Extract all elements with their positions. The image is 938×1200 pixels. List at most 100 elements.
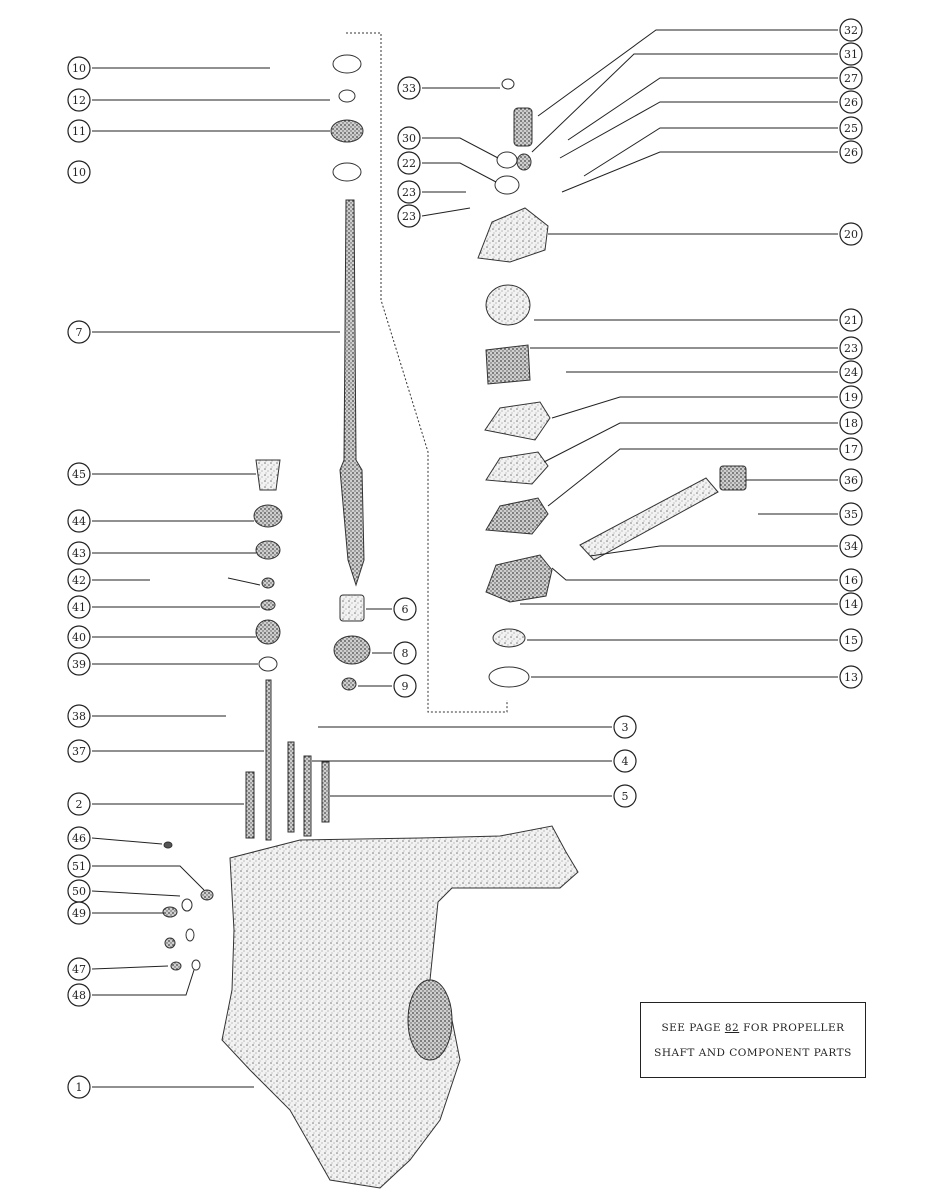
callout-31: 31 xyxy=(839,42,863,66)
callout-circle xyxy=(67,901,91,925)
part-12-washer xyxy=(338,89,356,103)
callout-number: 15 xyxy=(844,634,858,647)
callout-circle xyxy=(839,534,863,558)
callout-circle xyxy=(67,320,91,344)
callout-47: 47 xyxy=(67,957,91,981)
callout-circle xyxy=(839,628,863,652)
part-32-tube xyxy=(513,107,533,147)
callout-number: 11 xyxy=(72,125,86,138)
note-text-before: SEE PAGE xyxy=(661,1022,725,1034)
callout-8: 8 xyxy=(393,641,417,665)
callout-circle xyxy=(839,222,863,246)
callout-number: 9 xyxy=(402,680,409,693)
callout-circle xyxy=(613,749,637,773)
part-21-insert xyxy=(485,284,531,326)
note-page-ref: 82 xyxy=(724,1022,740,1034)
callout-circle xyxy=(839,140,863,164)
callout-circle xyxy=(839,411,863,435)
callout-circle xyxy=(397,180,421,204)
callout-number: 41 xyxy=(72,601,86,614)
callout-49: 49 xyxy=(67,901,91,925)
callout-number: 10 xyxy=(72,166,86,179)
callout-34: 34 xyxy=(839,534,863,558)
callout-51: 51 xyxy=(67,854,91,878)
callout-circle xyxy=(67,826,91,850)
part-35-hose xyxy=(579,477,719,561)
callout-44: 44 xyxy=(67,509,91,533)
callout-number: 23 xyxy=(402,210,416,223)
part-44-gear xyxy=(253,504,283,528)
callout-circle xyxy=(67,88,91,112)
callout-circle xyxy=(67,652,91,676)
callout-10: 10 xyxy=(67,56,91,80)
callout-number: 35 xyxy=(844,508,858,521)
callout-5: 5 xyxy=(613,784,637,808)
callout-13: 13 xyxy=(839,665,863,689)
callout-circle xyxy=(67,1075,91,1099)
part-45-bearing xyxy=(255,459,281,491)
callout-11: 11 xyxy=(67,119,91,143)
callout-19: 19 xyxy=(839,385,863,409)
callout-25: 25 xyxy=(839,116,863,140)
part-43-gear xyxy=(255,540,281,560)
callout-circle xyxy=(67,509,91,533)
callout-23: 23 xyxy=(397,204,421,228)
callout-number: 10 xyxy=(72,62,86,75)
part-22-seal xyxy=(494,175,520,195)
callout-27: 27 xyxy=(839,66,863,90)
callout-circle xyxy=(839,360,863,384)
callout-circle xyxy=(397,76,421,100)
callout-number: 3 xyxy=(622,721,629,734)
callout-6: 6 xyxy=(393,597,417,621)
note-text-after: FOR PROPELLER xyxy=(739,1022,845,1034)
callout-circle xyxy=(67,541,91,565)
callout-circle xyxy=(839,385,863,409)
callout-circle xyxy=(67,56,91,80)
callout-42: 42 xyxy=(67,568,91,592)
callout-7: 7 xyxy=(67,320,91,344)
callout-circle xyxy=(67,704,91,728)
callout-circle xyxy=(839,468,863,492)
callout-26: 26 xyxy=(839,90,863,114)
callout-number: 50 xyxy=(72,885,86,898)
callout-33: 33 xyxy=(397,76,421,100)
callout-number: 2 xyxy=(76,798,83,811)
callout-circle xyxy=(67,957,91,981)
callout-number: 45 xyxy=(72,468,86,481)
callout-number: 48 xyxy=(72,989,86,1002)
callout-number: 24 xyxy=(844,366,858,379)
callout-2: 2 xyxy=(67,792,91,816)
callout-circle xyxy=(67,568,91,592)
callout-23: 23 xyxy=(397,180,421,204)
callout-48: 48 xyxy=(67,983,91,1007)
callout-15: 15 xyxy=(839,628,863,652)
callout-number: 46 xyxy=(72,832,86,845)
callout-circle xyxy=(67,983,91,1007)
callout-number: 26 xyxy=(844,96,858,109)
callout-circle xyxy=(839,42,863,66)
callout-number: 14 xyxy=(844,598,858,611)
part-19-plate xyxy=(484,401,551,441)
callout-26: 26 xyxy=(839,140,863,164)
callout-circle xyxy=(67,462,91,486)
part-9-nut xyxy=(341,677,357,691)
callout-number: 44 xyxy=(72,515,86,528)
part-41-washer xyxy=(260,599,276,611)
part-4-stud xyxy=(303,755,312,837)
part-18-gasket xyxy=(485,451,549,485)
part-31-grommet xyxy=(516,153,532,171)
callout-circle xyxy=(613,715,637,739)
callout-number: 18 xyxy=(844,417,858,430)
callout-number: 36 xyxy=(844,474,858,487)
callout-12: 12 xyxy=(67,88,91,112)
callout-41: 41 xyxy=(67,595,91,619)
callout-circle xyxy=(67,160,91,184)
callout-circle xyxy=(67,739,91,763)
callout-3: 3 xyxy=(613,715,637,739)
part-8-pinion xyxy=(333,635,371,665)
part-10-seal xyxy=(332,54,362,74)
callout-markers: 3231272625263330222323101211102072123241… xyxy=(67,18,863,1099)
callout-number: 40 xyxy=(72,631,86,644)
part-39-shim xyxy=(258,656,278,672)
callout-number: 34 xyxy=(844,540,858,553)
